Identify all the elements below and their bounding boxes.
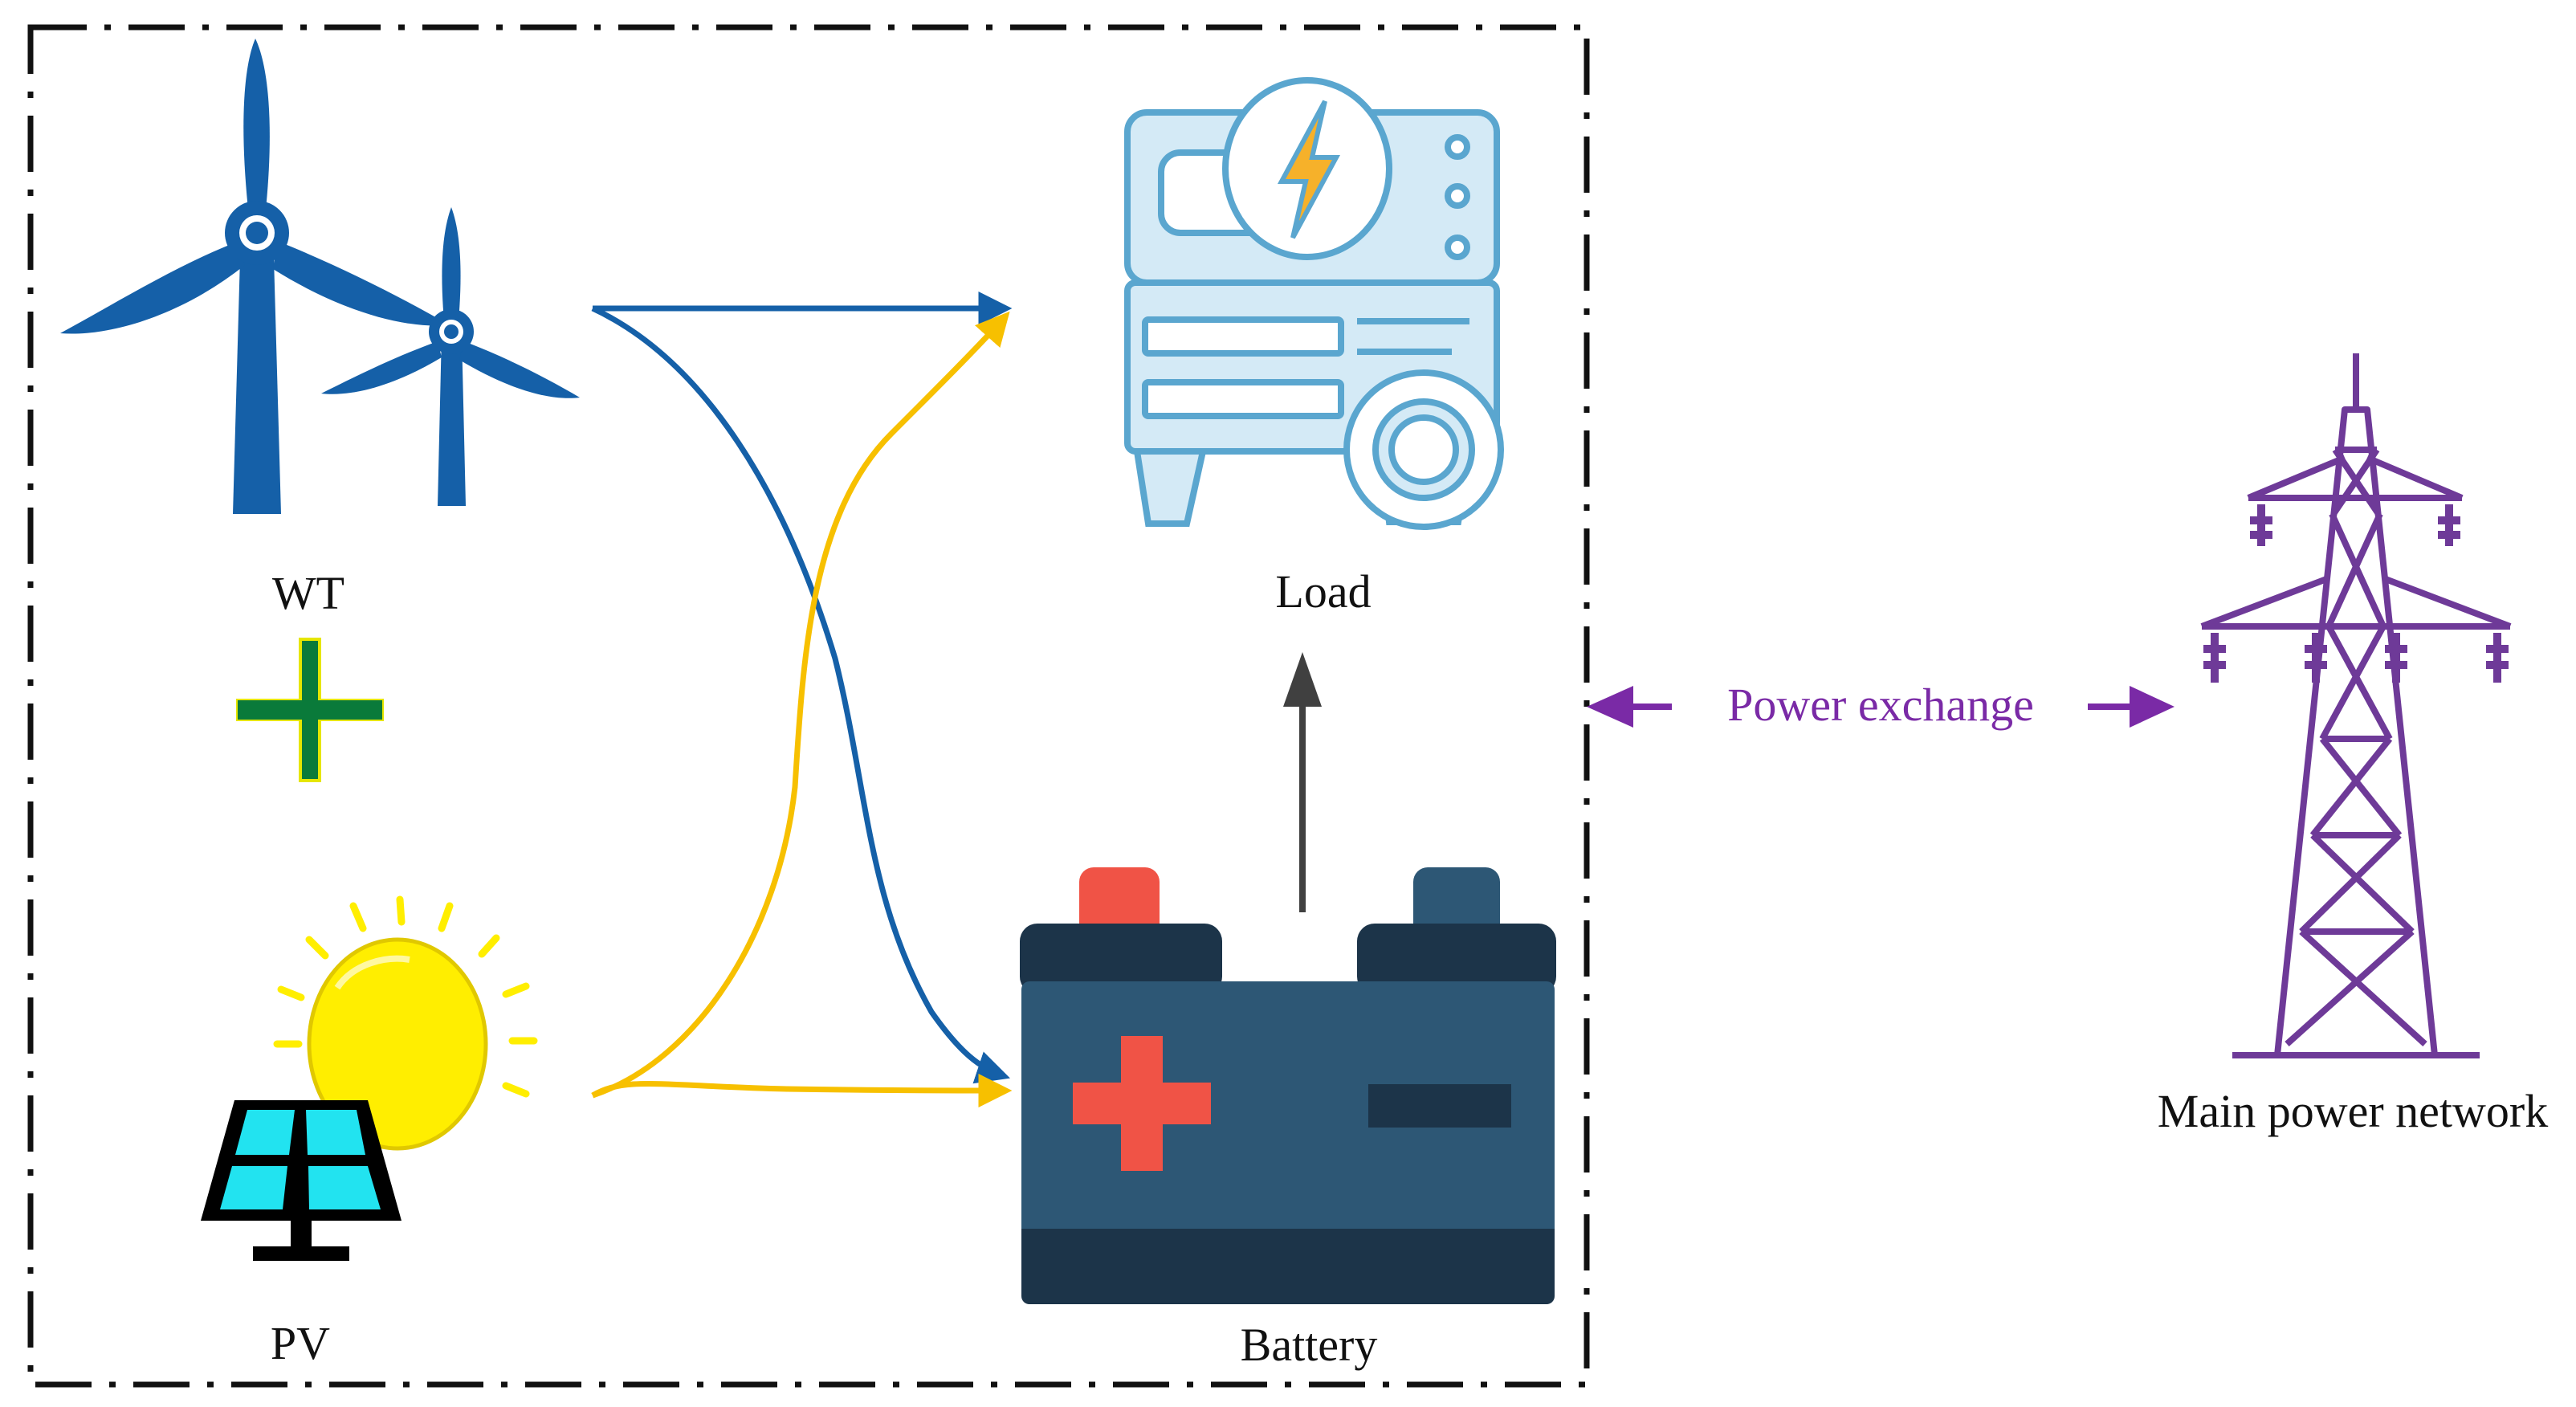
battery-to-load-arrow [1283, 652, 1322, 912]
sun-icon [273, 895, 538, 1151]
transmission-tower-icon [2200, 353, 2512, 1058]
wt-to-battery-arrow [591, 305, 1010, 1084]
pv-label: PV [271, 1317, 330, 1369]
battery-icon [1020, 867, 1556, 1304]
power-exchange-label: Power exchange [1727, 679, 2034, 731]
solar-panel-icon [201, 1100, 401, 1261]
wt-label: WT [272, 567, 344, 619]
plus-icon [236, 638, 384, 782]
pv-to-load-arrow [591, 311, 1010, 1099]
main-network-label: Main power network [2158, 1085, 2548, 1137]
power-exchange: Power exchange [1587, 679, 2175, 731]
wind-turbine-icon [60, 39, 580, 514]
flow-arrows [591, 292, 1013, 1107]
pv-to-battery-arrow [591, 1073, 1013, 1107]
load-label: Load [1275, 565, 1371, 618]
microgrid-boundary [27, 24, 1590, 1388]
battery-label: Battery [1241, 1319, 1378, 1371]
generator-icon [1124, 77, 1504, 530]
